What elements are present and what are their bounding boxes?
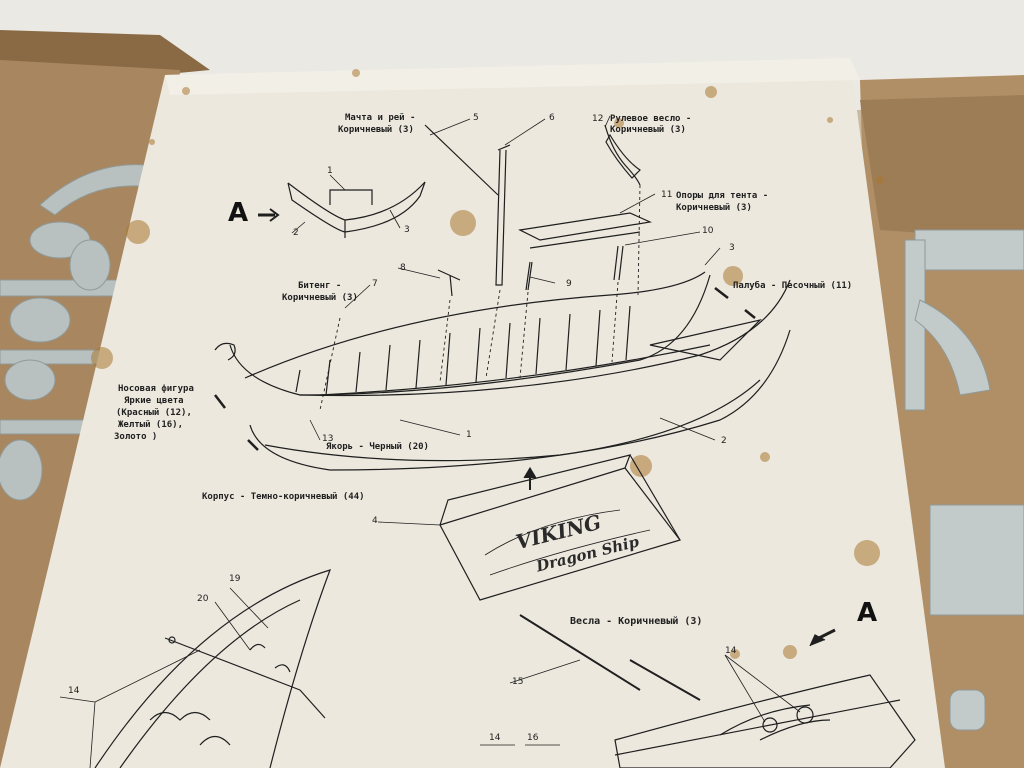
mast-color-label: Коричневый (3) — [338, 125, 414, 135]
part-number: 5 — [473, 113, 479, 123]
figurehead-label-3: (Красный (12), — [116, 408, 192, 418]
view-a-right-label: A — [857, 598, 878, 628]
part-number: 13 — [322, 434, 334, 444]
bitts-label: Битенг - — [298, 281, 342, 291]
part-number: 11 — [661, 190, 673, 200]
figurehead-label-1: Носовая фигура — [118, 384, 194, 394]
part-number: 1 — [327, 166, 333, 176]
deck-label: Палуба - Песочный (11) — [733, 281, 853, 291]
part-number: 4 — [372, 516, 378, 526]
part-number: 14 — [489, 733, 501, 743]
part-number: 2 — [721, 436, 727, 446]
part-number: 7 — [372, 279, 378, 289]
part-number: 1 — [466, 430, 472, 440]
part-number: 2 — [293, 228, 299, 238]
figurehead-label-5: Золото ) — [114, 432, 158, 442]
awning-color-label: Коричневый (3) — [676, 203, 752, 213]
part-number: 10 — [702, 226, 714, 236]
view-a-left-label: A — [228, 198, 249, 228]
part-number: 19 — [229, 574, 241, 584]
part-number: 14 — [725, 646, 737, 656]
awning-label: Опоры для тента - — [676, 191, 769, 201]
part-number: 9 — [566, 279, 572, 289]
bitts-color-label: Коричневый (3) — [282, 293, 358, 303]
part-number: 8 — [400, 263, 406, 273]
part-number: 15 — [512, 677, 524, 687]
part-number: 16 — [527, 733, 539, 743]
figurehead-label-2: Яркие цвета — [124, 396, 184, 406]
part-number: 14 — [68, 686, 80, 696]
figurehead-label-4: Желтый (16), — [118, 420, 184, 430]
part-number: 3 — [729, 243, 735, 253]
anchor-label: Якорь - Черный (20) — [326, 442, 429, 452]
rudder-label: Рулевое весло - — [610, 114, 692, 124]
rudder-color-label: Коричневый (3) — [610, 125, 686, 135]
part-number: 12 — [592, 114, 604, 124]
part-number: 20 — [197, 594, 209, 604]
part-number: 6 — [549, 113, 555, 123]
oars-label: Весла - Коричневый (3) — [570, 616, 703, 627]
mast-label: Мачта и рей - — [345, 113, 416, 123]
part-number: 3 — [404, 225, 410, 235]
hull-label: Корпус - Темно-коричневый (44) — [202, 492, 365, 502]
